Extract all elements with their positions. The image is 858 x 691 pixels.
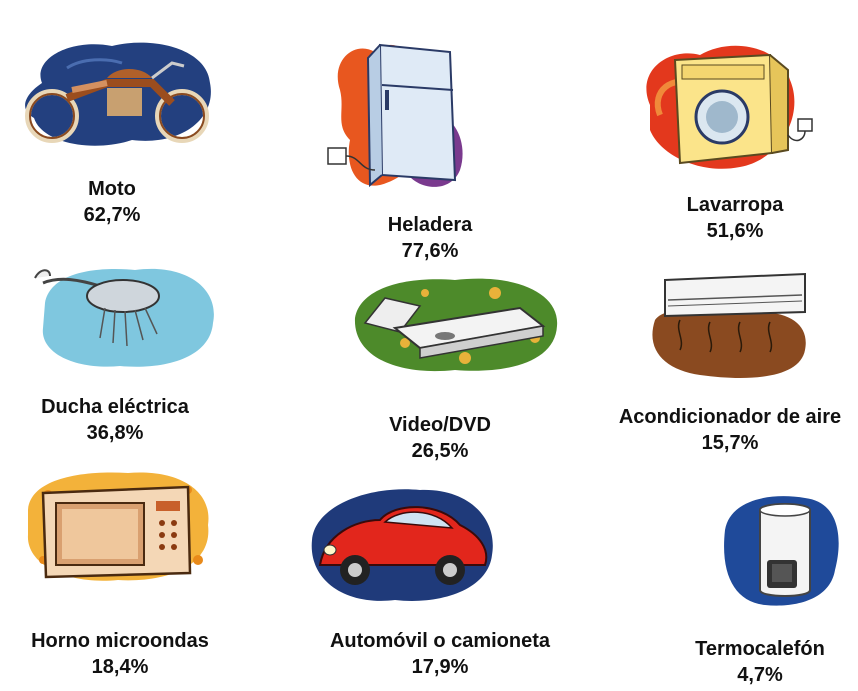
item-name: Automóvil o camioneta xyxy=(329,630,551,652)
car-icon xyxy=(311,489,493,601)
item-label: Automóvil o camioneta 17,9% xyxy=(320,628,560,680)
item-percentage: 77,6% xyxy=(401,240,459,262)
item-percentage: 18,4% xyxy=(91,656,149,678)
item-percentage: 4,7% xyxy=(737,664,783,686)
item-percentage: 36,8% xyxy=(86,422,144,444)
motorcycle-icon xyxy=(25,42,211,146)
item-label: Moto 62,7% xyxy=(62,176,162,228)
item-name: Acondicionador de aire xyxy=(618,406,842,428)
item-percentage: 15,7% xyxy=(701,432,759,454)
item-percentage: 51,6% xyxy=(706,220,764,242)
item-label: Termocalefón 4,7% xyxy=(680,636,840,688)
item-label: Acondicionador de aire 15,7% xyxy=(605,404,855,456)
item-label: Heladera 77,6% xyxy=(360,212,500,264)
electric-shower-icon xyxy=(34,268,214,367)
item-name: Heladera xyxy=(387,214,473,236)
refrigerator-icon xyxy=(327,43,463,188)
item-label: Lavarropa 51,6% xyxy=(665,192,805,244)
dvd-player-icon xyxy=(354,278,558,372)
item-percentage: 17,9% xyxy=(411,656,469,678)
washing-machine-icon xyxy=(646,45,813,169)
item-name: Ducha eléctrica xyxy=(41,396,189,418)
microwave-icon xyxy=(27,472,209,581)
item-percentage: 26,5% xyxy=(411,440,469,462)
item-percentage: 62,7% xyxy=(83,204,141,226)
item-label: Horno microondas 18,4% xyxy=(20,628,220,680)
item-name: Lavarropa xyxy=(686,194,784,216)
item-name: Horno microondas xyxy=(31,630,209,652)
item-name: Termocalefón xyxy=(695,638,825,660)
item-name: Video/DVD xyxy=(389,414,491,436)
air-conditioner-icon xyxy=(652,272,806,379)
item-name: Moto xyxy=(88,178,136,200)
item-label: Ducha eléctrica 36,8% xyxy=(20,394,210,446)
item-label: Video/DVD 26,5% xyxy=(370,412,510,464)
water-heater-icon xyxy=(724,496,839,606)
